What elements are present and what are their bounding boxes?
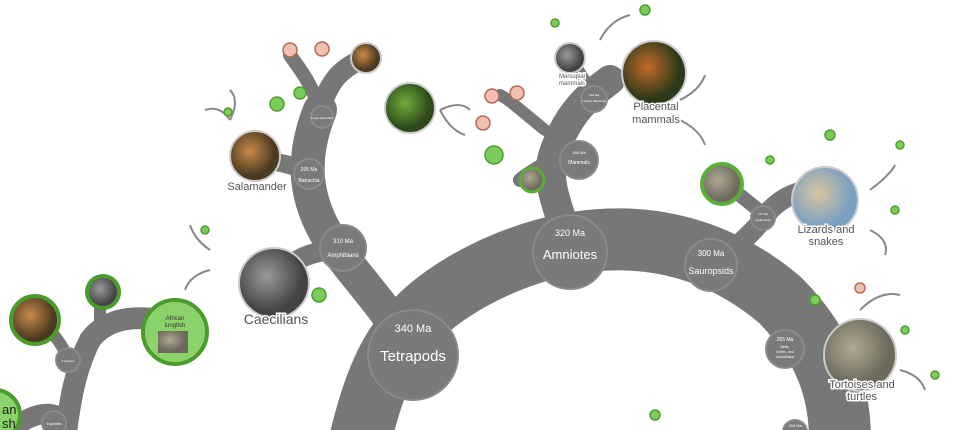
node-batrachia[interactable]: 295 Ma Batrachia — [293, 158, 325, 190]
node-name: 3 species — [62, 359, 75, 363]
leaf-frog-photo-small[interactable] — [350, 42, 382, 74]
leaf-label: an — [2, 402, 16, 417]
node-name: Lepidosaurs — [755, 218, 772, 222]
node-tetrapods[interactable]: 340 Ma Tetrapods — [367, 309, 459, 401]
node-248-ma[interactable]: 248 Ma — [782, 419, 808, 430]
node-age: 320 Ma — [555, 228, 585, 238]
node-name: Therian Mammals — [582, 99, 607, 103]
leaf-label: sh — [2, 416, 16, 430]
node-name: Frogs and toads — [311, 116, 333, 120]
node-name: Mammals — [568, 160, 590, 166]
leaf-label: Marsupial — [559, 74, 585, 80]
node-amphibians[interactable]: 310 Ma Amphibians — [319, 224, 367, 272]
leaf-label: Lizards and — [798, 224, 855, 236]
leaf-label: turtles — [847, 391, 877, 403]
leaf-frog-photo[interactable] — [384, 82, 436, 134]
leaf-left-partial[interactable]: an sh — [0, 388, 22, 430]
node-age: 295 Ma — [301, 167, 318, 173]
leaf-label: Placental — [633, 101, 678, 113]
node-age: 300 Ma — [698, 249, 725, 258]
leaf-tortoises-turtles[interactable]: Tortoises and turtles — [823, 318, 897, 405]
leaf-african-lungfish[interactable]: African lungfish — [141, 298, 209, 366]
leaf-label: African — [166, 316, 185, 322]
node-name: Sauropsids — [688, 266, 734, 276]
node-name: Batrachia — [298, 178, 319, 184]
node-name: Tetrapods — [380, 348, 446, 365]
leaf-marsupial-mammals[interactable]: Marsupial mammals — [554, 42, 587, 89]
node-age: 340 Ma — [395, 323, 433, 335]
node-age: 310 Ma — [333, 239, 354, 245]
leaf-lungfish-photo-small[interactable] — [85, 274, 121, 310]
leaf-green-small[interactable] — [518, 166, 546, 194]
leaf-salamander[interactable]: Salamander — [226, 130, 288, 195]
node-name: Birds, — [781, 345, 790, 349]
leaf-placental-mammals[interactable]: Placental mammals — [621, 40, 687, 128]
leaf-lungfish-photo[interactable] — [9, 294, 61, 346]
node-name: turtles, and — [776, 350, 793, 354]
node-age: 180 Ma — [572, 150, 586, 155]
leaf-label: mammals — [559, 81, 585, 87]
leaf-label: lungfish — [165, 323, 186, 329]
node-name: crocodilians — [776, 355, 795, 359]
node-age: 248 Ma — [788, 423, 802, 428]
leaf-label: Salamander — [227, 181, 287, 193]
leaf-tuatara[interactable] — [700, 162, 744, 206]
node-birds-turtles-crocodilians[interactable]: 265 Ma Birds, turtles, and crocodilians — [765, 329, 805, 369]
node-age: 160 Ma — [589, 93, 599, 97]
node-lepidosaurs[interactable]: 270 Ma Lepidosaurs — [750, 205, 776, 231]
leaf-caecilians[interactable]: Caecilians — [238, 247, 310, 329]
node-3-species[interactable]: 3 species — [55, 347, 81, 373]
leaf-label: Tortoises and — [829, 379, 894, 391]
leaf-label: snakes — [809, 236, 844, 248]
node-amniotes[interactable]: 320 Ma Amniotes — [532, 214, 608, 290]
node-name: Amniotes — [543, 247, 598, 262]
node-age: 270 Ma — [758, 212, 768, 216]
leaf-label: Caecilians — [244, 311, 309, 327]
node-mammals[interactable]: 180 Ma Mammals — [559, 140, 599, 180]
node-therian-mammals[interactable]: 160 Ma Therian Mammals — [580, 85, 608, 113]
node-frogs-and-toads[interactable]: Frogs and toads — [310, 105, 334, 129]
node-age: 265 Ma — [777, 337, 794, 343]
node-name: 6 species — [47, 422, 62, 426]
leaf-lizards-snakes[interactable]: Lizards and snakes — [791, 166, 859, 250]
leaf-label: mammals — [632, 114, 680, 126]
node-6-species[interactable]: 6 species — [41, 410, 67, 430]
node-sauropsids[interactable]: 300 Ma Sauropsids — [684, 238, 738, 292]
node-name: Amphibians — [327, 253, 358, 259]
small-leaves — [184, 4, 940, 421]
